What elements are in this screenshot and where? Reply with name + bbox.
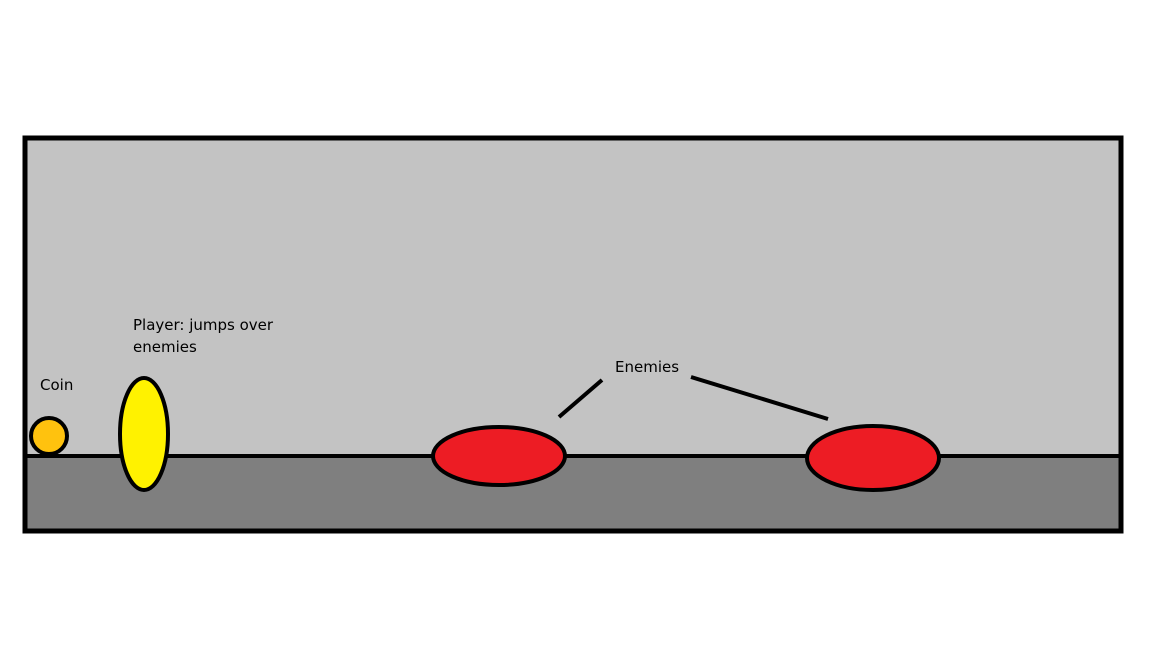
player-label-line2: enemies bbox=[133, 338, 197, 356]
coin-label: Coin bbox=[40, 376, 73, 394]
player-label-line1: Player: jumps over bbox=[133, 316, 274, 334]
sky-area bbox=[25, 138, 1121, 456]
game-frame bbox=[22, 135, 1124, 534]
ground bbox=[25, 456, 1121, 531]
player bbox=[118, 376, 170, 492]
enemy-2 bbox=[805, 424, 941, 492]
enemies-pointer-1 bbox=[557, 378, 604, 419]
coin bbox=[29, 416, 69, 456]
enemies-pointer-2 bbox=[690, 375, 829, 421]
enemy-1 bbox=[431, 425, 567, 487]
enemies-label: Enemies bbox=[615, 358, 679, 376]
